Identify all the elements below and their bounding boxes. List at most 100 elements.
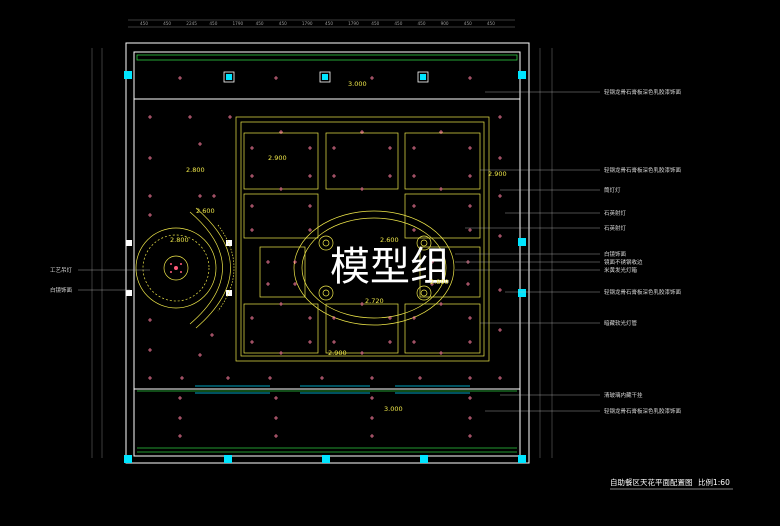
dimension-label: 450 bbox=[163, 21, 171, 26]
downlight-icon bbox=[266, 282, 270, 286]
downlight-icon bbox=[250, 228, 254, 232]
downlight-icon bbox=[370, 396, 374, 400]
elevation-label: 2.900 bbox=[328, 349, 347, 357]
downlight-icon bbox=[332, 340, 336, 344]
downlight-icon bbox=[332, 146, 336, 150]
downlight-icon bbox=[178, 396, 182, 400]
downlight-icon bbox=[388, 174, 392, 178]
downlight-icon bbox=[468, 228, 472, 232]
dimension-label: 1790 bbox=[302, 21, 313, 26]
elevation-label: 3.000 bbox=[348, 80, 367, 88]
downlight-icon bbox=[360, 130, 364, 134]
downlight-icon bbox=[370, 76, 374, 80]
downlight-icon bbox=[360, 187, 364, 191]
downlight-icon bbox=[332, 174, 336, 178]
downlights bbox=[148, 76, 502, 438]
downlight-icon bbox=[279, 351, 283, 355]
downlight-icon bbox=[148, 194, 152, 198]
callout-label: 暗藏软光灯管 bbox=[604, 319, 638, 327]
downlight-icon bbox=[293, 282, 297, 286]
downlight-icon bbox=[198, 353, 202, 357]
downlight-icon bbox=[430, 282, 434, 286]
downlight-icon bbox=[308, 316, 312, 320]
downlight-icon bbox=[412, 228, 416, 232]
downlight-icon bbox=[293, 260, 297, 264]
downlight-icon bbox=[274, 396, 278, 400]
downlight-icon bbox=[468, 174, 472, 178]
dimension-label: 450 bbox=[487, 21, 495, 26]
downlight-icon bbox=[250, 174, 254, 178]
downlight-icon bbox=[274, 434, 278, 438]
dimension-label: 900 bbox=[441, 21, 449, 26]
downlight-icon bbox=[178, 434, 182, 438]
downlight-icon bbox=[439, 351, 443, 355]
elevation-labels: 3.000 2.800 2.900 2.900 2.600 2.800 2.72… bbox=[170, 80, 507, 413]
downlight-icon bbox=[439, 187, 443, 191]
downlight-icon bbox=[360, 351, 364, 355]
downlight-icon bbox=[279, 187, 283, 191]
downlight-icon bbox=[412, 146, 416, 150]
downlight-icon bbox=[412, 174, 416, 178]
downlight-icon bbox=[468, 76, 472, 80]
downlight-icon bbox=[370, 434, 374, 438]
downlight-icon bbox=[308, 146, 312, 150]
dome-center-lamp bbox=[170, 263, 182, 273]
downlight-icon bbox=[279, 302, 283, 306]
downlight-icon bbox=[388, 316, 392, 320]
downlight-icon bbox=[148, 376, 152, 380]
watermark: 模型组 bbox=[330, 244, 450, 290]
downlight-icon bbox=[178, 416, 182, 420]
callout-label: 清玻璃内藏干挂 bbox=[604, 391, 643, 399]
pendant-lamps bbox=[318, 235, 432, 301]
downlight-icon bbox=[178, 76, 182, 80]
callout-label: 米黄发光灯箱 bbox=[604, 266, 638, 274]
callout-label: 轻钢龙骨石膏板深色乳胶漆饰面 bbox=[604, 407, 682, 415]
callout-label: 轻钢龙骨石膏板深色乳胶漆饰面 bbox=[604, 88, 682, 96]
downlight-icon bbox=[228, 115, 232, 119]
downlight-icon bbox=[468, 340, 472, 344]
callout-label: 工艺吊灯 bbox=[50, 266, 73, 274]
downlight-icon bbox=[250, 316, 254, 320]
callout-label: 镜面不锈钢收边 bbox=[604, 258, 643, 266]
downlight-icon bbox=[148, 156, 152, 160]
elevation-label: 2.800 bbox=[186, 166, 205, 174]
downlight-icon bbox=[468, 416, 472, 420]
callout-label: 筒灯灯 bbox=[604, 186, 621, 194]
downlight-icon bbox=[268, 376, 272, 380]
downlight-icon bbox=[250, 340, 254, 344]
downlight-icon bbox=[498, 115, 502, 119]
callout-label: 轻钢龙骨石膏板深色乳胶漆饰面 bbox=[604, 288, 682, 296]
dimension-label: 1790 bbox=[233, 21, 244, 26]
downlight-icon bbox=[498, 376, 502, 380]
dimension-label: 2245 bbox=[186, 21, 197, 26]
downlight-icon bbox=[308, 174, 312, 178]
elevation-label: 2.800 bbox=[170, 236, 189, 244]
scale-text: 比例1:60 bbox=[698, 477, 730, 487]
callout-label: 石英射灯 bbox=[604, 209, 627, 217]
dimension-label: 450 bbox=[371, 21, 379, 26]
glass-strips bbox=[195, 385, 470, 394]
callout-label: 石英射灯 bbox=[604, 224, 627, 232]
leader-lines bbox=[78, 91, 600, 412]
downlight-icon bbox=[180, 376, 184, 380]
downlight-icon bbox=[439, 130, 443, 134]
downlight-icon bbox=[198, 142, 202, 146]
drawing-title: 自助餐区天花平面配置图 比例1:60 bbox=[610, 477, 733, 490]
dimension-label: 450 bbox=[209, 21, 217, 26]
downlight-icon bbox=[274, 416, 278, 420]
downlight-icon bbox=[430, 260, 434, 264]
downlight-icon bbox=[210, 333, 214, 337]
downlight-icon bbox=[412, 204, 416, 208]
title-text: 自助餐区天花平面配置图 bbox=[610, 477, 693, 487]
downlight-icon bbox=[388, 146, 392, 150]
downlight-icon bbox=[279, 130, 283, 134]
downlight-icon bbox=[412, 340, 416, 344]
downlight-icon bbox=[266, 260, 270, 264]
downlight-icon bbox=[370, 416, 374, 420]
dimension-label: 450 bbox=[279, 21, 287, 26]
dimension-label: 450 bbox=[464, 21, 472, 26]
downlight-icon bbox=[274, 76, 278, 80]
downlight-icon bbox=[498, 328, 502, 332]
green-trims bbox=[136, 54, 518, 453]
